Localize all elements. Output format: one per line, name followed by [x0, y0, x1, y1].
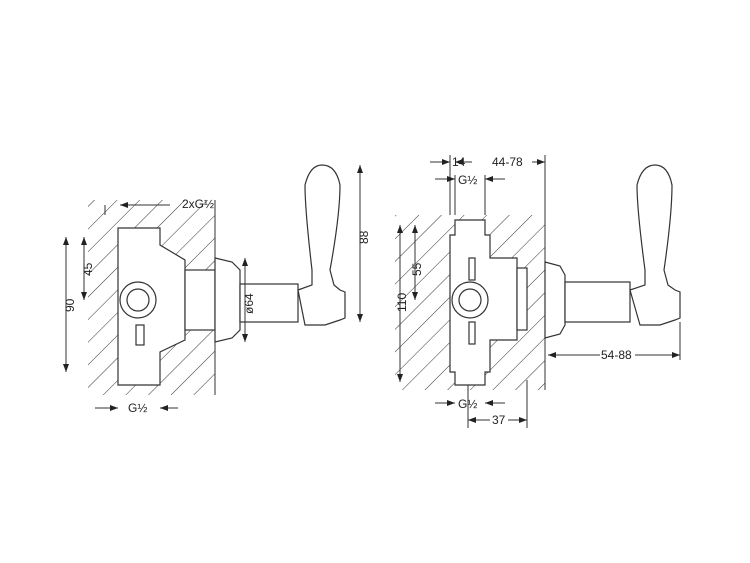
flange: [214, 257, 241, 343]
stem: [239, 283, 299, 323]
handle-lever: [297, 164, 346, 326]
dim-44-78: 44-78: [492, 155, 523, 169]
dim-37: 37: [492, 413, 506, 427]
right-view: 14 44-78 G½ 55 110 54-88 G½ 37: [395, 155, 681, 428]
flange: [544, 261, 566, 339]
dim-outlets: 2xG½: [182, 197, 214, 211]
dim-14: 14: [452, 155, 466, 169]
dim-90: 90: [63, 298, 77, 312]
left-view: 2xG½ 45 90 ø64 88 G½: [63, 164, 371, 415]
dim-flange-diameter: ø64: [242, 293, 256, 314]
dim-110: 110: [395, 293, 409, 312]
dim-54-88: 54-88: [601, 348, 632, 362]
dim-88: 88: [357, 230, 371, 244]
dim-55: 55: [410, 262, 424, 276]
dim-45: 45: [81, 262, 95, 276]
dim-inlet: G½: [128, 401, 147, 415]
stem: [564, 281, 631, 323]
dim-bottom-thread: G½: [458, 397, 477, 411]
dim-top-thread: G½: [458, 173, 477, 187]
handle-lever: [629, 164, 681, 326]
